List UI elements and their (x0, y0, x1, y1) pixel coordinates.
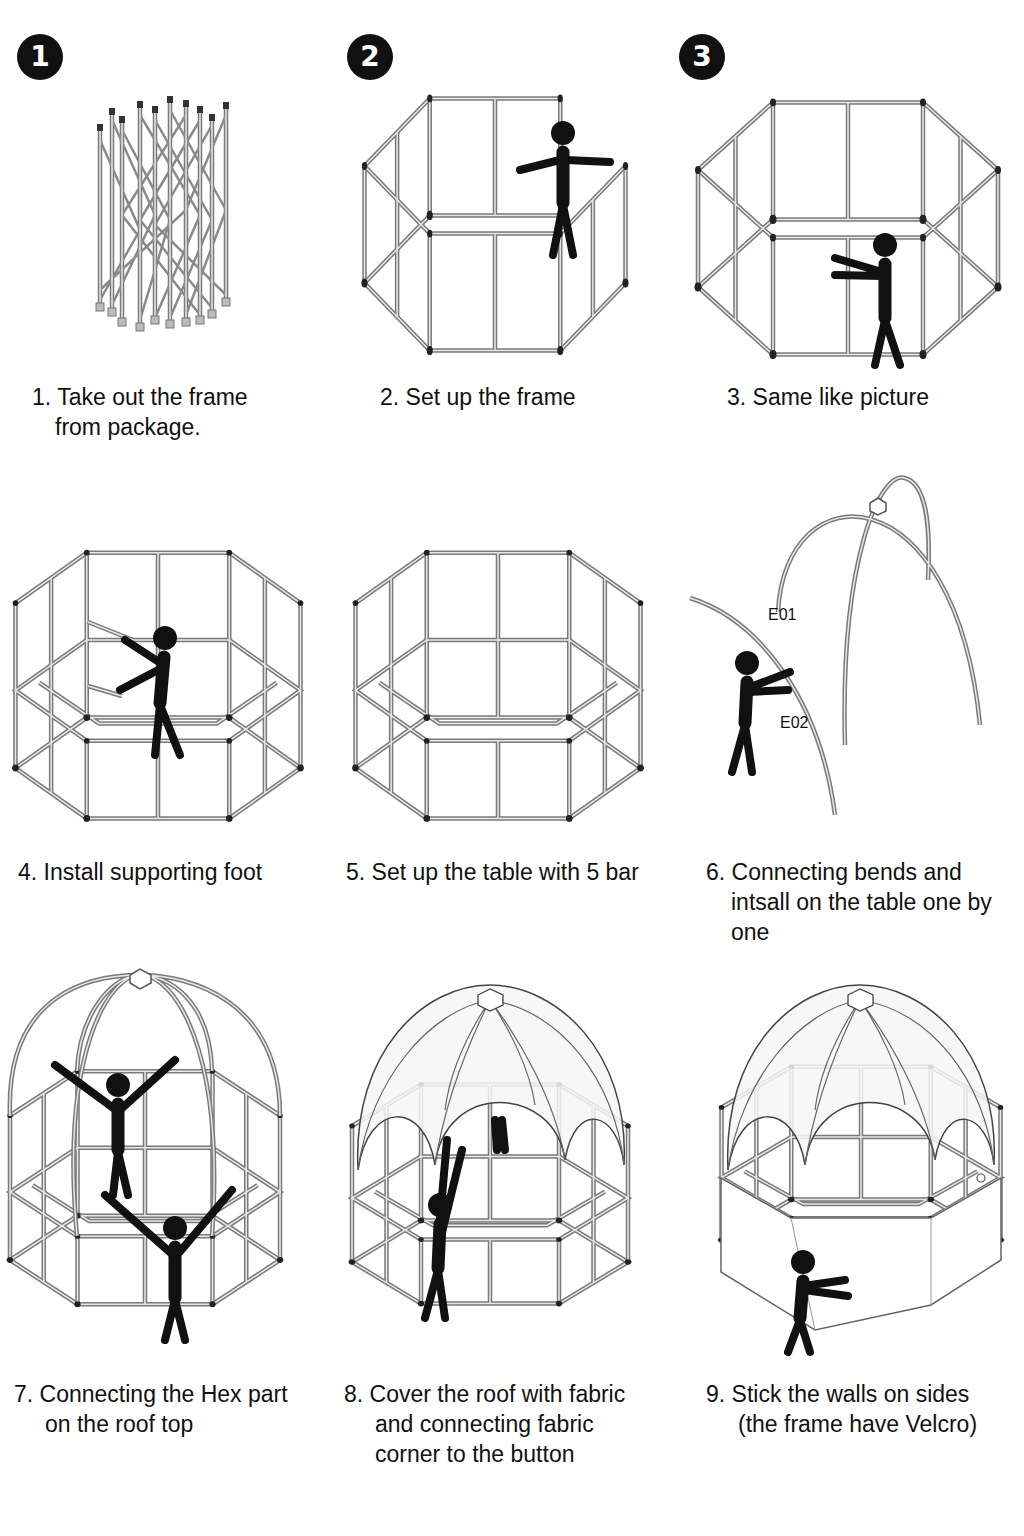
step-caption: 3. Same like picture (727, 382, 1007, 412)
pole-foot (96, 298, 230, 331)
step-number-text: 3 (692, 43, 711, 71)
step-number: 2 (347, 34, 393, 80)
frame-joint (352, 550, 644, 822)
hex-frame (365, 98, 626, 350)
frame-joint (12, 550, 304, 822)
frame-joint (361, 95, 628, 356)
part-label: E01 (768, 605, 828, 625)
frame-joint (7, 1069, 283, 1307)
step-caption: 5. Set up the table with 5 bar (346, 857, 681, 887)
hex-frame (365, 98, 626, 350)
step-number-text: 1 (30, 43, 49, 71)
table-frame (15, 553, 300, 819)
stick-figure (55, 1060, 175, 1195)
pole-cap (97, 96, 229, 131)
step-number-text: 2 (360, 43, 379, 71)
step-caption: 6. Connecting bends and intsall on the t… (706, 857, 993, 947)
frame-joint (695, 99, 1002, 360)
fabric-roof (358, 985, 625, 1170)
step-caption: 4. Install supporting foot (18, 857, 328, 887)
step-caption: 9. Stick the walls on sides (the frame h… (706, 1379, 988, 1439)
roof-bend (10, 969, 280, 1236)
step-caption: 7. Connecting the Hex part on the roof t… (14, 1379, 310, 1439)
step-caption: 8. Cover the roof with fabric and connec… (344, 1379, 650, 1469)
table-frame (15, 553, 300, 819)
side-wall (721, 1174, 1001, 1330)
stick-figure (105, 1190, 232, 1340)
stick-figure (120, 626, 180, 755)
fabric-roof (728, 985, 995, 1170)
stick-figure (732, 651, 790, 772)
scissor-bars (100, 110, 226, 320)
step-caption: 2. Set up the frame (380, 382, 680, 412)
table-frame (356, 553, 641, 819)
hex-frame (698, 102, 998, 354)
stick-figure (788, 1250, 848, 1352)
stick-figure (835, 233, 900, 365)
table-frame (356, 553, 641, 819)
stick-figure (520, 121, 610, 255)
part-label: E02 (780, 713, 840, 733)
step-number: 1 (17, 34, 63, 80)
folded-frame (96, 96, 230, 331)
stick-figure (425, 1120, 505, 1318)
step-number: 3 (679, 34, 725, 80)
frame-pole (100, 100, 226, 325)
table-frame (10, 1071, 280, 1304)
table-frame (10, 1071, 280, 1304)
frame-pole (100, 100, 226, 325)
roof-bend (690, 478, 980, 815)
step-caption: 1. Take out the frame from package. (32, 382, 295, 442)
hex-frame (698, 102, 998, 354)
